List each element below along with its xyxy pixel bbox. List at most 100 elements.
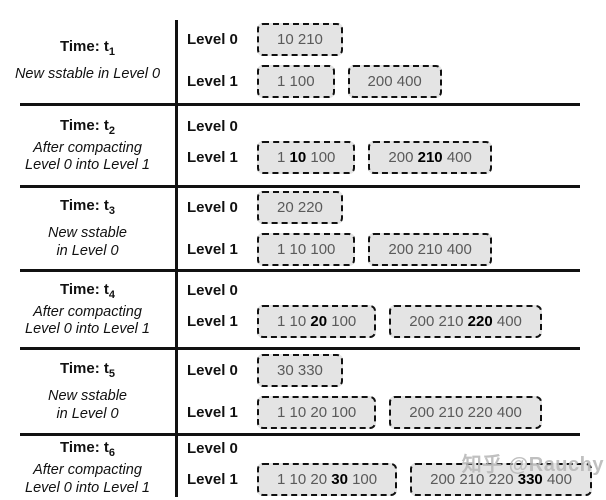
sstable-box: 1 100 (257, 65, 335, 98)
description-line: New sstable (48, 388, 127, 405)
time-title: Time: t1 (60, 38, 115, 58)
sstable-box: 1 10 20 100 (257, 304, 377, 338)
time-label: Time: t (59, 37, 109, 55)
l1-row: Level 1 1 100 200 400 (187, 65, 606, 98)
key-number: 1 (277, 312, 286, 330)
key-number: 1 (277, 73, 286, 90)
sstable-box: 200 210 220 400 (389, 304, 542, 338)
time-label: Time: t (59, 439, 109, 457)
description-line: After compacting (33, 303, 142, 320)
l1-row: Level 1 1 10 20 100 200 210 220 400 (187, 304, 606, 338)
key-number: 220 (488, 471, 514, 488)
key-number: 200 (409, 312, 435, 330)
level-label: Level 1 (187, 241, 238, 258)
key-number: 200 (367, 73, 393, 90)
key-number: 210 (459, 471, 485, 488)
time-title: Time: t2 (60, 117, 115, 137)
time-label: Time: t (59, 280, 109, 298)
level-label: Level 1 (187, 312, 238, 330)
sstable-boxes: 10 210 (257, 23, 343, 56)
level-label: Level 1 (187, 471, 238, 488)
key-number: 100 (331, 312, 357, 330)
key-number: 210 (438, 404, 464, 421)
sstable-boxes: 1 10 100 200 210 400 (257, 140, 492, 174)
key-number: 30 (331, 471, 348, 488)
key-number: 1 (277, 148, 286, 166)
key-number: 220 (467, 404, 493, 421)
key-number: 330 (297, 362, 323, 379)
key-number: 20 (310, 312, 328, 330)
time-subscript: 1 (108, 45, 116, 58)
key-number: 200 (409, 404, 435, 421)
description-line: Level 0 into Level 1 (25, 157, 150, 173)
time-subscript: 2 (108, 124, 116, 137)
sstable-box: 1 10 20 30 100 (257, 463, 398, 496)
description-line: Level 0 into Level 1 (25, 479, 150, 496)
key-number: 210 (297, 31, 323, 48)
sstable-boxes: 30 330 (257, 354, 343, 387)
key-number: 20 (277, 199, 294, 216)
l0-row: Level 0 10 210 (187, 23, 606, 56)
l1-row: Level 1 1 10 20 30 100 200 210 220 330 400 (187, 463, 606, 496)
key-number: 220 (297, 199, 323, 216)
column-divider (175, 20, 178, 497)
section-divider (20, 433, 580, 436)
key-number: 20 (310, 404, 328, 421)
time-subscript: 3 (108, 205, 116, 218)
sstable-box: 10 210 (257, 23, 343, 56)
sstable-box: 200 210 400 (368, 140, 492, 174)
l0-row: Level 0 (187, 282, 606, 299)
sstable-box: 1 10 20 100 (257, 396, 377, 429)
l0-row: Level 0 (187, 118, 606, 135)
l0-row: Level 0 (187, 440, 606, 457)
description-line: New sstable (48, 225, 127, 242)
key-number: 400 (446, 241, 472, 258)
sstable-boxes: 1 10 20 100 200 210 220 400 (257, 304, 542, 338)
key-number: 400 (496, 404, 522, 421)
key-number: 10 (289, 404, 307, 421)
time-title: Time: t6 (60, 439, 115, 459)
sstable-boxes: 1 10 20 30 100 200 210 220 330 400 (257, 463, 592, 496)
description-line: in Level 0 (56, 242, 119, 259)
key-number: 100 (310, 241, 336, 258)
time-subscript: 6 (108, 447, 116, 460)
level-label: Level 0 (187, 31, 238, 48)
sstable-box: 1 10 100 (257, 140, 356, 174)
levels-cell: Level 0 Level 1 1 10 20 100 200 210 220 400 (175, 272, 606, 347)
level-label: Level 1 (187, 73, 238, 90)
time-title: Time: t4 (60, 281, 115, 301)
description-line: in Level 0 (56, 405, 119, 422)
key-number: 100 (331, 404, 357, 421)
time-label: Time: t (59, 116, 109, 134)
sstable-box: 200 210 220 330 400 (410, 463, 592, 496)
sstable-box: 200 210 400 (368, 233, 492, 266)
key-number: 210 (417, 241, 443, 258)
key-number: 20 (310, 471, 328, 488)
key-number: 220 (467, 312, 493, 330)
sstable-box: 200 400 (347, 65, 442, 98)
key-number: 100 (289, 73, 315, 90)
section-divider (20, 185, 580, 188)
sstable-boxes: 20 220 (257, 191, 343, 224)
section-divider (20, 269, 580, 272)
key-number: 30 (277, 362, 294, 379)
key-number: 100 (352, 471, 378, 488)
